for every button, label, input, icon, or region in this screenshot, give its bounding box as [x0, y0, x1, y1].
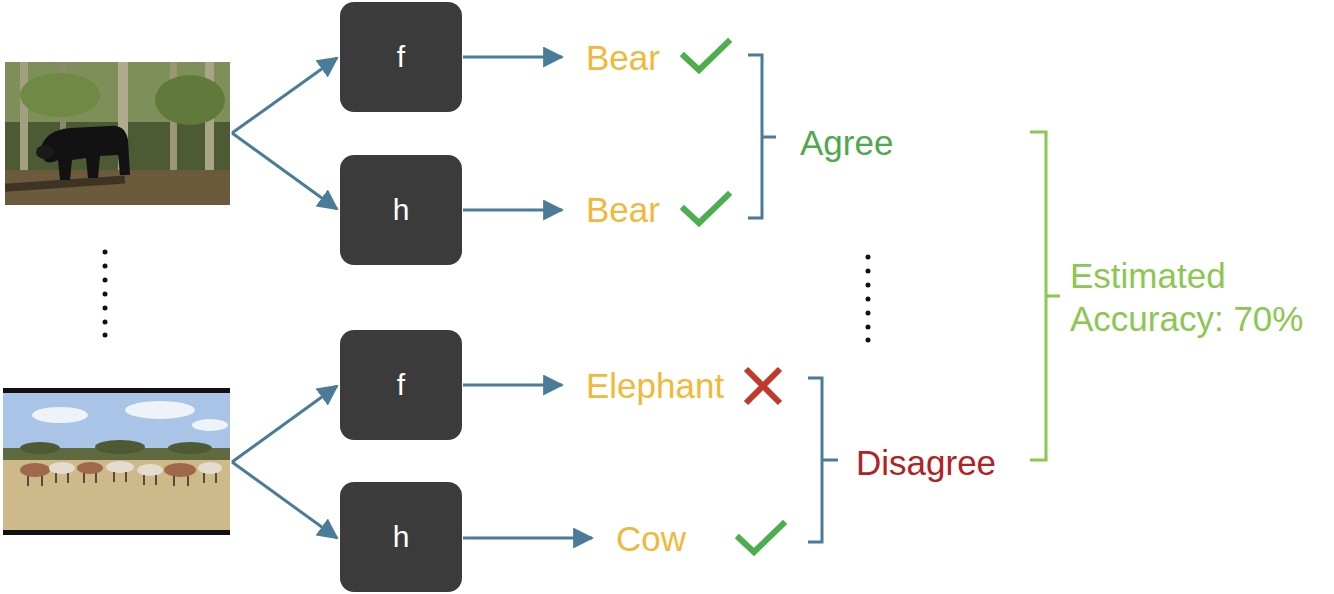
flow-arrows [232, 57, 592, 538]
model-box: h [340, 155, 462, 265]
model-name: f [397, 39, 405, 75]
bear-photo [5, 62, 230, 205]
prediction-label: Bear [586, 190, 660, 230]
prediction-label: Cow [616, 519, 686, 559]
model-box: f [340, 2, 462, 112]
prediction-label: Elephant [586, 366, 724, 406]
summary-bracket [1030, 132, 1060, 460]
cattle-photo [3, 388, 230, 535]
ellipsis-dots [103, 250, 871, 343]
check-marks [684, 42, 783, 552]
model-name: h [393, 192, 410, 228]
disagree-label: Disagree [856, 443, 996, 483]
model-name: f [397, 367, 405, 403]
model-name: h [393, 519, 410, 555]
model-box: h [340, 482, 462, 592]
prediction-label: Bear [586, 38, 660, 78]
cross-mark [746, 369, 780, 403]
accuracy-label: Estimated Accuracy: 70% [1070, 254, 1328, 340]
model-box: f [340, 330, 462, 440]
agree-label: Agree [800, 123, 893, 163]
